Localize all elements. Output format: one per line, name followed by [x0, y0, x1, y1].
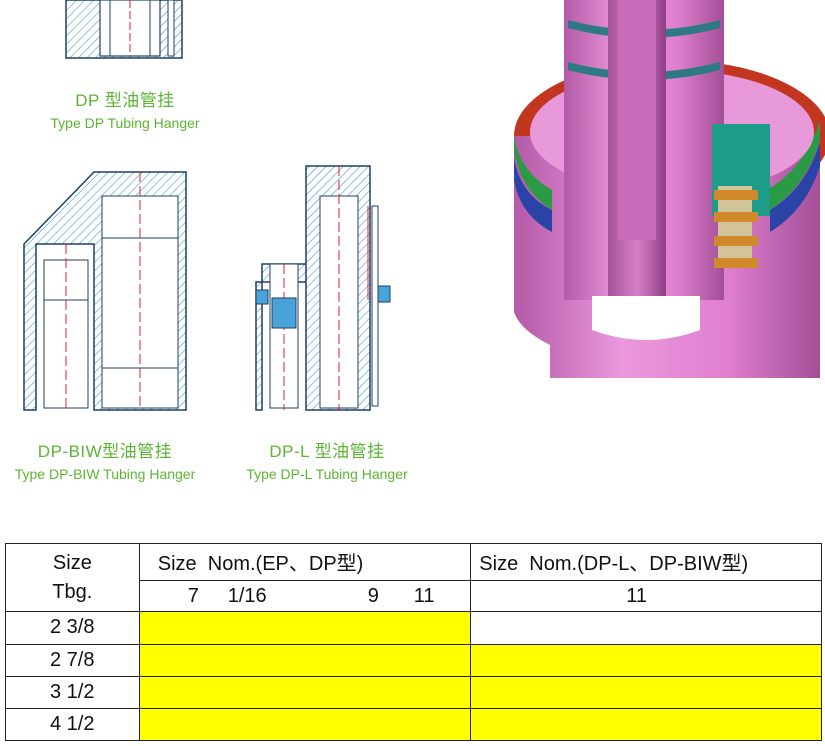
dp-l-caption-zh: DP-L 型油管挂 [269, 442, 385, 461]
tbg-2-3-8: 2 3/8 [5, 611, 140, 645]
row1-group2-cell [470, 611, 822, 645]
dp-caption: DP 型油管挂 Type DP Tubing Hanger [20, 86, 230, 131]
dp-caption-zh: DP 型油管挂 [75, 91, 175, 110]
dp-biw-caption-en: Type DP-BIW Tubing Hanger [14, 466, 196, 482]
row1-group1-cell [138, 611, 472, 645]
tbg-2-7-8: 2 7/8 [5, 643, 140, 677]
tbg-4-1-2: 4 1/2 [5, 707, 140, 742]
dp-caption-en: Type DP Tubing Hanger [50, 115, 200, 131]
dp-l-hanger-drawing [255, 165, 391, 411]
tbg-3-1-2: 3 1/2 [5, 675, 140, 709]
hanger-3d-render [514, 0, 825, 378]
dp-l-caption-en: Type DP-L Tubing Hanger [246, 466, 408, 482]
header-tbg-label: Tbg. [52, 580, 93, 603]
group1-size-1-16: 1/16 [227, 585, 267, 607]
group1-size-7: 7 [187, 585, 199, 607]
size-table: Size Tbg. Size Nom.(EP、DP型) 7 1/16 9 11 … [5, 542, 822, 742]
row2-group2-cell [470, 643, 822, 677]
group1-sizes: 7 1/16 9 11 [140, 581, 471, 611]
group2-sizes: 11 [471, 581, 821, 611]
table-row: 2 7/8 [5, 643, 822, 677]
header-size-label: Size [52, 551, 92, 574]
row2-group1-cell [138, 643, 472, 677]
dp-hanger-drawing [65, 0, 183, 59]
header-group1: Size Nom.(EP、DP型) 7 1/16 9 11 [138, 542, 472, 613]
dp-biw-caption-zh: DP-BIW型油管挂 [37, 442, 173, 461]
dp-l-caption: DP-L 型油管挂 Type DP-L Tubing Hanger [226, 437, 428, 482]
table-row: 2 3/8 [5, 611, 822, 645]
header-group2: Size Nom.(DP-L、DP-BIW型) 11 [470, 542, 822, 613]
group1-size-9: 9 [367, 585, 379, 607]
row4-group2-cell [470, 707, 822, 742]
row3-group1-cell [138, 675, 472, 709]
group1-title: Size Nom.(EP、DP型) [139, 544, 471, 581]
table-row: 3 1/2 [5, 675, 822, 709]
group2-title: Size Nom.(DP-L、DP-BIW型) [471, 544, 821, 581]
dp-biw-hanger-drawing [23, 171, 187, 411]
row3-group2-cell [470, 675, 822, 709]
dp-biw-caption: DP-BIW型油管挂 Type DP-BIW Tubing Hanger [0, 437, 210, 482]
group2-size-11: 11 [626, 585, 648, 607]
header-tbg-size: Size Tbg. [5, 542, 140, 613]
group1-size-11: 11 [413, 585, 435, 607]
row4-group1-cell [138, 707, 472, 742]
table-row: 4 1/2 [5, 707, 822, 742]
